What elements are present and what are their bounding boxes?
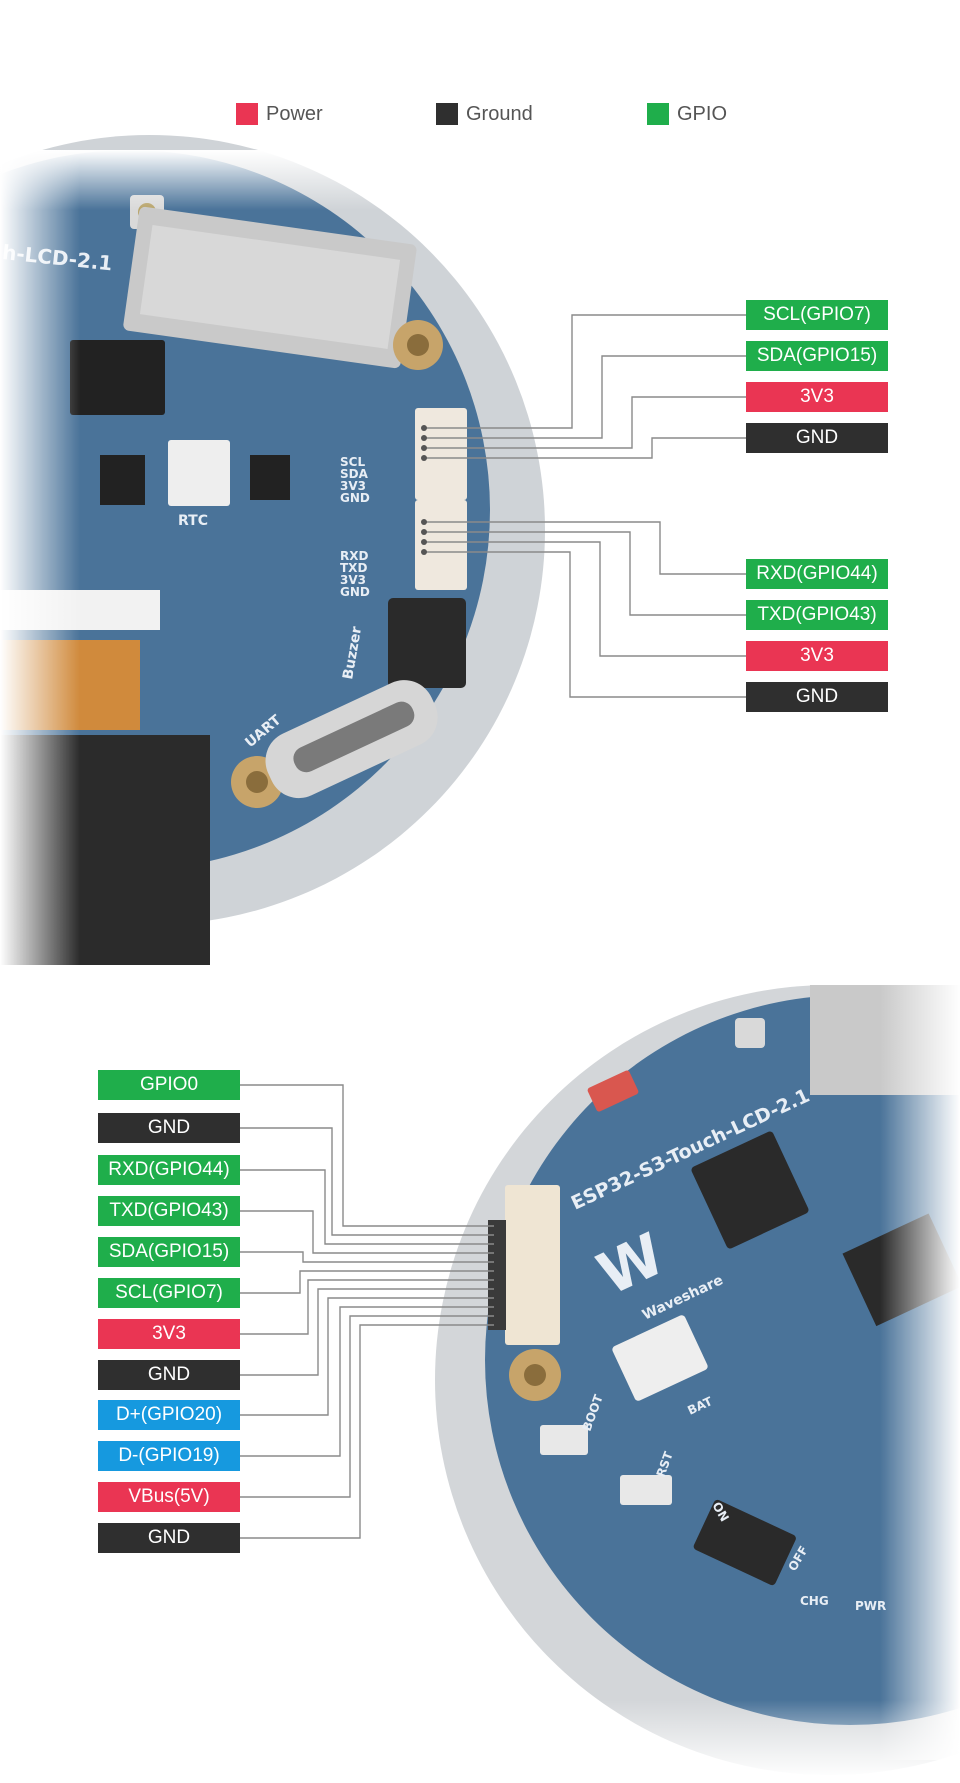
- leader-line-uart-3: [424, 541, 746, 657]
- fpc-pins: [488, 1220, 506, 1330]
- battery-connector: [612, 1315, 708, 1401]
- uart-silk-pin-3: 3V3: [340, 573, 366, 587]
- fade-bottom: [400, 1700, 960, 1778]
- pin-dot: [421, 445, 427, 451]
- red-component: [587, 1070, 639, 1112]
- standoff-hole: [407, 334, 429, 356]
- pin-label-fpc-6: SCL(GPIO7): [98, 1278, 240, 1308]
- pin-label-uart-2: TXD(GPIO43): [746, 600, 888, 630]
- pin-label-uart-3: 3V3: [746, 641, 888, 671]
- pin-label-uart-4: GND: [746, 682, 888, 712]
- pin-label-fpc-5: SDA(GPIO15): [98, 1237, 240, 1267]
- pin-dot: [421, 519, 427, 525]
- standoff-hole: [524, 1364, 546, 1386]
- chip: [70, 340, 165, 415]
- legend-swatch: [647, 103, 669, 125]
- pin-label-fpc-2: GND: [98, 1113, 240, 1143]
- pin-dot: [421, 435, 427, 441]
- boot-button: [540, 1425, 588, 1455]
- leader-line-uart-1: [424, 521, 746, 575]
- pin-dot: [421, 539, 427, 545]
- pin-dot: [421, 549, 427, 555]
- leader-line-i2c-1: [424, 314, 746, 429]
- pin-label-fpc-8: GND: [98, 1360, 240, 1390]
- leader-line-fpc-12: [240, 1324, 494, 1539]
- standoff-hole: [246, 771, 268, 793]
- leader-line-fpc-3: [240, 1169, 494, 1245]
- rtc-label: RTC: [178, 513, 208, 529]
- fade-right-bottom: [880, 960, 960, 1760]
- uart-connector: [415, 500, 467, 590]
- legend-gpio: GPIO: [647, 102, 727, 126]
- pin-label-i2c-2: SDA(GPIO15): [746, 341, 888, 371]
- fpc-connector: [505, 1185, 560, 1345]
- pin-label-fpc-1: GPIO0: [98, 1070, 240, 1100]
- chip-small: [250, 455, 290, 500]
- pwr-label: PWR: [855, 1599, 886, 1613]
- chg-label: CHG: [800, 1594, 829, 1608]
- leader-line-fpc-4: [240, 1210, 494, 1254]
- legend-label: Ground: [466, 102, 533, 125]
- buzzer: [388, 598, 466, 688]
- pin-label-fpc-9: D+(GPIO20): [98, 1400, 240, 1430]
- i2c-silk-pin-3: 3V3: [340, 479, 366, 493]
- leader-line-i2c-3: [424, 396, 746, 449]
- leader-line-fpc-6: [240, 1270, 494, 1294]
- pin-label-uart-1: RXD(GPIO44): [746, 559, 888, 589]
- legend-swatch: [236, 103, 258, 125]
- power-switch: [693, 1499, 796, 1586]
- leader-line-uart-4: [424, 551, 746, 698]
- i2c-connector: [415, 408, 467, 500]
- pin-label-i2c-3: 3V3: [746, 382, 888, 412]
- pin-dot: [421, 529, 427, 535]
- leader-line-fpc-11: [240, 1315, 494, 1498]
- i2c-silk-pin-4: GND: [340, 491, 370, 505]
- leader-line-fpc-7: [240, 1279, 494, 1335]
- esp32-chip: [691, 1131, 809, 1249]
- legend-swatch: [436, 103, 458, 125]
- leader-line-i2c-4: [424, 437, 746, 459]
- bottom-pcb: [485, 995, 960, 1725]
- uart-silk-pin-1: RXD: [340, 549, 368, 563]
- reset-button: [620, 1475, 672, 1505]
- chip-small: [100, 455, 145, 505]
- sd-card-slot-inner: [139, 225, 401, 349]
- rtc-connector: [168, 440, 230, 506]
- uart-silk-pin-2: TXD: [340, 561, 367, 575]
- top-board: h-LCD-2.1 RTC SCL SDA 3V3 GND RXD TXD 3V…: [0, 135, 545, 965]
- fade-left-top: [0, 150, 80, 1010]
- usb-c-port-opening: [293, 701, 415, 773]
- leader-line-i2c-2: [424, 355, 746, 439]
- legend-label: Power: [266, 102, 323, 125]
- pin-label-fpc-3: RXD(GPIO44): [98, 1155, 240, 1185]
- uart-silk-pin-4: GND: [340, 585, 370, 599]
- leader-lines: [240, 314, 746, 1539]
- pin-label-fpc-11: VBus(5V): [98, 1482, 240, 1512]
- pin-label-i2c-4: GND: [746, 423, 888, 453]
- pin-dot: [421, 425, 427, 431]
- pin-dot: [421, 455, 427, 461]
- pin-label-fpc-4: TXD(GPIO43): [98, 1196, 240, 1226]
- legend-ground: Ground: [436, 102, 533, 126]
- leader-line-uart-2: [424, 531, 746, 616]
- fade-top: [0, 150, 520, 210]
- pin-label-fpc-10: D-(GPIO19): [98, 1441, 240, 1471]
- leader-line-fpc-8: [240, 1288, 494, 1376]
- legend-label: GPIO: [677, 102, 728, 125]
- leader-line-fpc-5: [240, 1251, 494, 1263]
- antenna-connector: [735, 1018, 765, 1048]
- leader-line-fpc-10: [240, 1306, 494, 1457]
- i2c-silk-pin-1: SCL: [340, 455, 365, 469]
- legend-power: Power: [236, 102, 323, 126]
- pin-label-fpc-12: GND: [98, 1523, 240, 1553]
- pin-label-i2c-1: SCL(GPIO7): [746, 300, 888, 330]
- pin-label-fpc-7: 3V3: [98, 1319, 240, 1349]
- leader-line-fpc-2: [240, 1127, 494, 1236]
- leader-line-fpc-9: [240, 1297, 494, 1416]
- i2c-silk-pin-2: SDA: [340, 467, 369, 481]
- leader-line-fpc-1: [240, 1084, 494, 1227]
